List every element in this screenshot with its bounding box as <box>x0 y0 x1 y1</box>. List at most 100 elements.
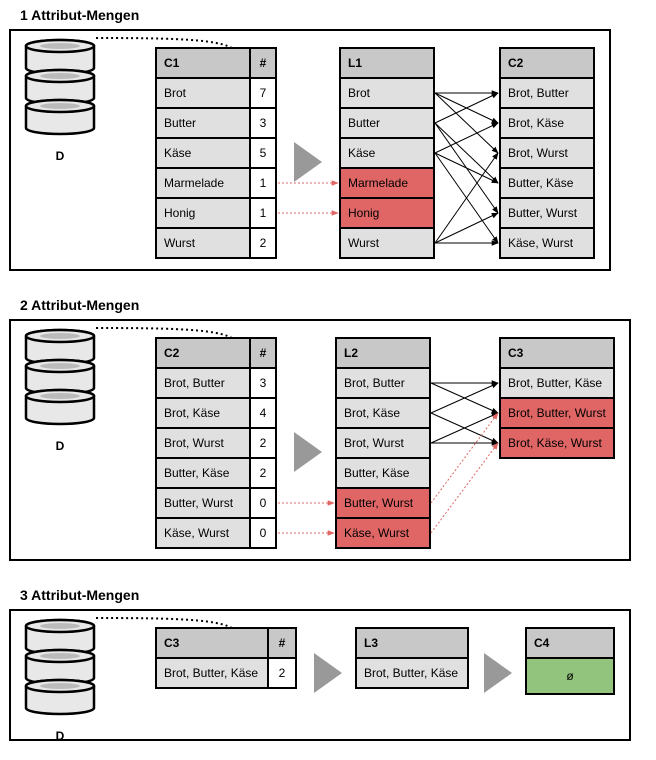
candidate-table-cell: Brot, Wurst <box>164 436 224 450</box>
frequent-table-row <box>335 367 431 399</box>
count-header: # <box>260 56 267 70</box>
count-cell: 4 <box>260 406 267 420</box>
count-cell-box <box>249 517 277 549</box>
next-candidate-table-header-cell <box>499 47 595 79</box>
frequent-table-row <box>335 457 431 489</box>
next-candidate-table-row <box>525 657 615 695</box>
frequent-table-cell: Butter, Käse <box>344 466 410 480</box>
step-arrow-icon <box>294 142 322 182</box>
next-candidate-table-row <box>499 367 615 399</box>
database-label: D <box>56 729 65 743</box>
next-candidate-table-header-cell <box>499 337 615 369</box>
candidate-table-cell: Käse <box>164 146 192 160</box>
count-header: # <box>279 636 286 650</box>
frequent-table-cell: Brot, Käse <box>344 406 400 420</box>
candidate-table-cell: Brot, Butter <box>164 376 225 390</box>
frequent-table-cell: Wurst <box>348 236 380 250</box>
count-cell: 3 <box>260 116 267 130</box>
frequent-table-cell: Brot, Butter <box>344 376 405 390</box>
candidate-link-arrow <box>434 152 499 244</box>
candidate-link-arrow <box>434 122 499 184</box>
count-header-cell <box>267 627 297 659</box>
next-candidate-table-cell: Brot, Butter, Käse <box>508 376 602 390</box>
count-cell: 3 <box>260 376 267 390</box>
count-cell-box <box>249 107 277 139</box>
frequent-table-header: L2 <box>344 346 358 360</box>
next-candidate-table-row <box>499 227 595 259</box>
candidate-link-arrow <box>430 412 499 444</box>
next-candidate-table-row <box>499 427 615 459</box>
step-arrow-icon <box>294 432 322 472</box>
candidate-table-header: C2 <box>164 346 180 360</box>
scan-arrow <box>95 617 247 670</box>
next-candidate-table-cell: ø <box>566 669 574 683</box>
next-candidate-table-cell: Brot, Butter <box>508 86 569 100</box>
count-cell-box <box>249 487 277 519</box>
frequent-table-row <box>339 77 435 109</box>
database-icon <box>24 328 96 426</box>
candidate-table-cell: Wurst <box>164 236 196 250</box>
section-frame <box>9 29 611 271</box>
candidate-link-arrow <box>434 152 499 184</box>
candidate-link-arrow <box>434 212 499 244</box>
candidate-table-row <box>155 227 251 259</box>
database-icon <box>24 38 96 136</box>
candidate-table-cell: Brot, Butter, Käse <box>164 666 258 680</box>
frequent-table-cell: Marmelade <box>348 176 408 190</box>
next-candidate-table-cell: Brot, Käse, Wurst <box>508 436 602 450</box>
candidate-table-row <box>155 137 251 169</box>
count-cell: 1 <box>260 176 267 190</box>
frequent-table-cell: Brot, Butter, Käse <box>364 666 458 680</box>
pruned-link-arrow <box>430 412 499 504</box>
next-candidate-table-row <box>499 197 595 229</box>
scan-arrow <box>95 37 247 90</box>
candidate-table-cell: Brot <box>164 86 187 100</box>
candidate-table-cell: Butter, Käse <box>164 466 230 480</box>
candidate-link-arrow <box>434 122 499 154</box>
next-candidate-table-cell: Brot, Butter, Wurst <box>508 406 606 420</box>
next-candidate-table-cell: Käse, Wurst <box>508 236 574 250</box>
next-candidate-table: C4 ø <box>525 627 615 695</box>
support-count-column: #2 <box>267 627 297 689</box>
next-candidate-table-header: C4 <box>534 636 550 650</box>
count-cell-box <box>249 227 277 259</box>
frequent-table-row <box>339 227 435 259</box>
frequent-table-cell: Butter <box>348 116 380 130</box>
candidate-table-header: C1 <box>164 56 180 70</box>
scan-arrow <box>95 327 247 380</box>
count-cell: 2 <box>260 466 267 480</box>
database-label: D <box>56 149 65 163</box>
count-cell-box <box>267 657 297 689</box>
frequent-table-row <box>335 487 431 519</box>
count-cell-box <box>249 77 277 109</box>
count-cell: 2 <box>260 236 267 250</box>
count-header-cell <box>249 337 277 369</box>
candidate-table-row <box>155 197 251 229</box>
candidate-table-row <box>155 427 251 459</box>
count-cell: 7 <box>260 86 267 100</box>
candidate-table-row <box>155 77 251 109</box>
next-candidate-table-cell: Brot, Käse <box>508 116 564 130</box>
section-title: 3 Attribut-Mengen <box>20 587 139 603</box>
pruned-link-arrow <box>430 442 499 534</box>
count-cell-box <box>249 167 277 199</box>
next-candidate-table-cell: Butter, Wurst <box>508 206 578 220</box>
candidate-link-arrow <box>434 92 499 124</box>
frequent-table-header-cell <box>355 627 469 659</box>
count-cell: 1 <box>260 206 267 220</box>
frequent-table-cell: Brot <box>348 86 371 100</box>
step-arrow-icon <box>314 653 342 693</box>
database-icon <box>24 618 96 716</box>
section-title: 1 Attribut-Mengen <box>20 7 139 23</box>
candidate-table-cell: Honig <box>164 206 195 220</box>
count-cell: 2 <box>279 666 286 680</box>
candidate-table-header: C3 <box>164 636 180 650</box>
candidate-link-arrow <box>430 382 499 414</box>
frequent-table-header-cell <box>339 47 435 79</box>
next-candidate-table-row <box>499 107 595 139</box>
